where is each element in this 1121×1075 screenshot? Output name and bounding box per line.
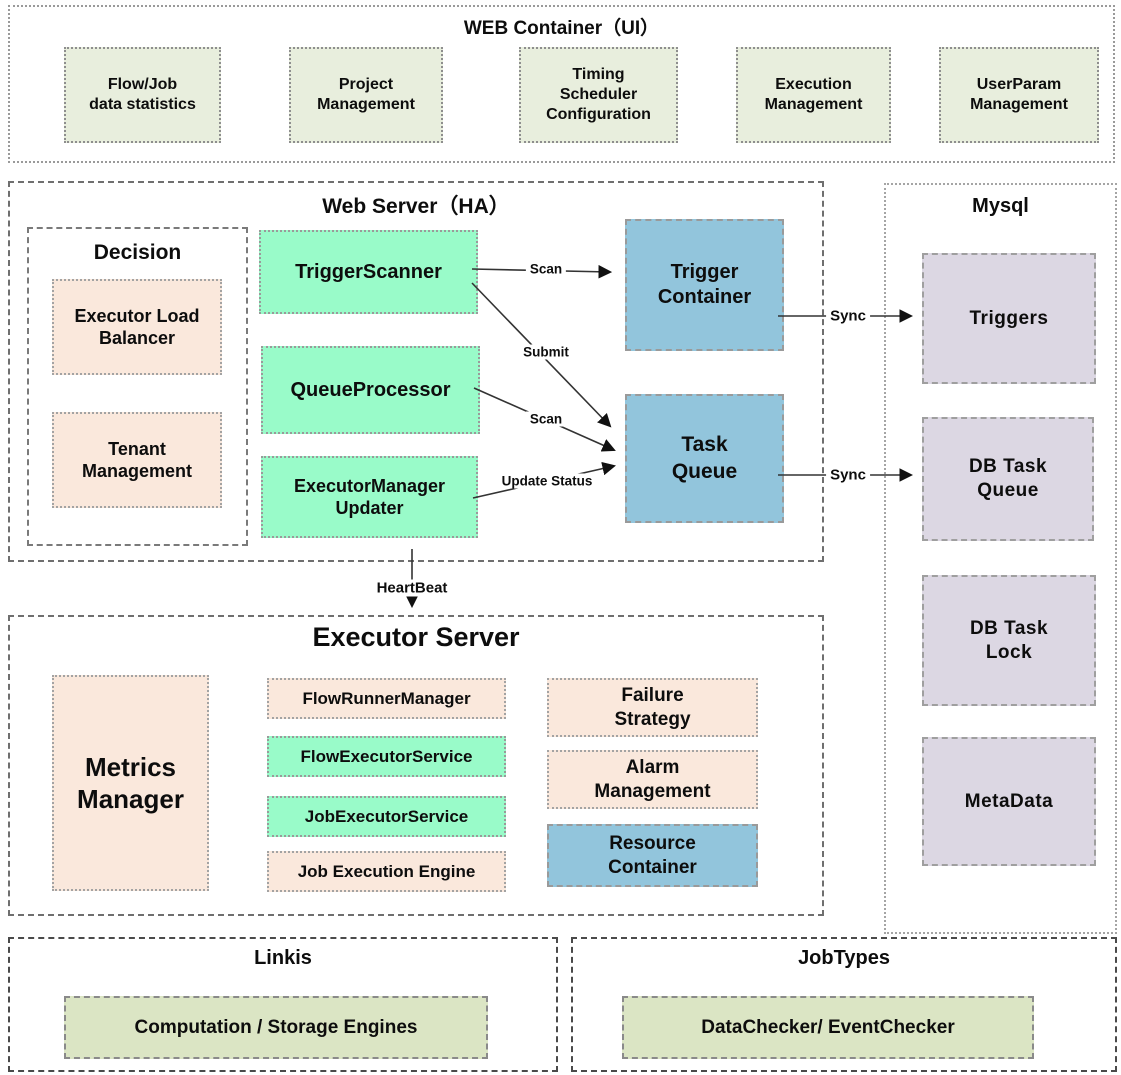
edge-label-scan-2: Scan	[525, 411, 567, 427]
node-resource-container: Resource Container	[547, 824, 758, 887]
web-container-section: WEB Container（UI） Flow/Job data statisti…	[8, 5, 1115, 163]
module-computation-storage-engines: Computation / Storage Engines	[64, 996, 488, 1059]
node-flowrunnermanager: FlowRunnerManager	[267, 678, 506, 719]
table-db-task-queue: DB Task Queue	[922, 417, 1094, 541]
executor-server-title: Executor Server	[312, 622, 520, 652]
jobtypes-section: JobTypes DataChecker/ EventChecker	[571, 937, 1117, 1072]
node-alarm-management: Alarm Management	[547, 750, 758, 809]
module-tenant-management: Tenant Management	[52, 412, 222, 508]
linkis-title: Linkis	[254, 947, 312, 969]
edge-label-heartbeat: HeartBeat	[372, 579, 452, 597]
module-execution-management: Execution Management	[736, 47, 891, 143]
node-trigger-scanner: TriggerScanner	[259, 230, 478, 314]
table-metadata: MetaData	[922, 737, 1096, 866]
module-datachecker-eventchecker: DataChecker/ EventChecker	[622, 996, 1034, 1059]
module-timing-scheduler-configuration: Timing Scheduler Configuration	[519, 47, 678, 143]
web-server-section: Web Server（HA） Decision Executor Load Ba…	[8, 181, 824, 562]
mysql-section: Mysql Triggers DB Task Queue DB Task Loc…	[884, 183, 1117, 934]
edge-label-scan-1: Scan	[525, 261, 567, 277]
edge-label-sync-2: Sync	[826, 466, 870, 484]
table-db-task-lock: DB Task Lock	[922, 575, 1096, 706]
module-executor-load-balancer: Executor Load Balancer	[52, 279, 222, 375]
mysql-title: Mysql	[972, 195, 1029, 217]
edge-label-submit: Submit	[519, 344, 573, 360]
linkis-section: Linkis Computation / Storage Engines	[8, 937, 558, 1072]
decision-title: Decision	[93, 241, 182, 264]
module-flow-job-data-statistics: Flow/Job data statistics	[64, 47, 221, 143]
node-flowexecutorservice: FlowExecutorService	[267, 736, 506, 777]
table-triggers: Triggers	[922, 253, 1096, 384]
node-metrics-manager: Metrics Manager	[52, 675, 209, 891]
module-userparam-management: UserParam Management	[939, 47, 1099, 143]
node-job-execution-engine: Job Execution Engine	[267, 851, 506, 892]
node-queue-processor: QueueProcessor	[261, 346, 480, 434]
node-failure-strategy: Failure Strategy	[547, 678, 758, 737]
web-server-title: Web Server（HA）	[322, 195, 510, 218]
module-project-management: Project Management	[289, 47, 443, 143]
edge-label-update-status: Update Status	[497, 473, 597, 489]
edge-label-sync-1: Sync	[826, 307, 870, 325]
jobtypes-title: JobTypes	[798, 947, 890, 969]
executor-server-section: Executor Server Metrics Manager FlowRunn…	[8, 615, 824, 916]
node-task-queue: Task Queue	[625, 394, 784, 523]
web-container-title: WEB Container（UI）	[463, 18, 660, 39]
node-trigger-container: Trigger Container	[625, 219, 784, 351]
decision-section: Decision Executor Load Balancer Tenant M…	[27, 227, 248, 546]
node-jobexecutorservice: JobExecutorService	[267, 796, 506, 837]
node-executormanager-updater: ExecutorManager Updater	[261, 456, 478, 538]
